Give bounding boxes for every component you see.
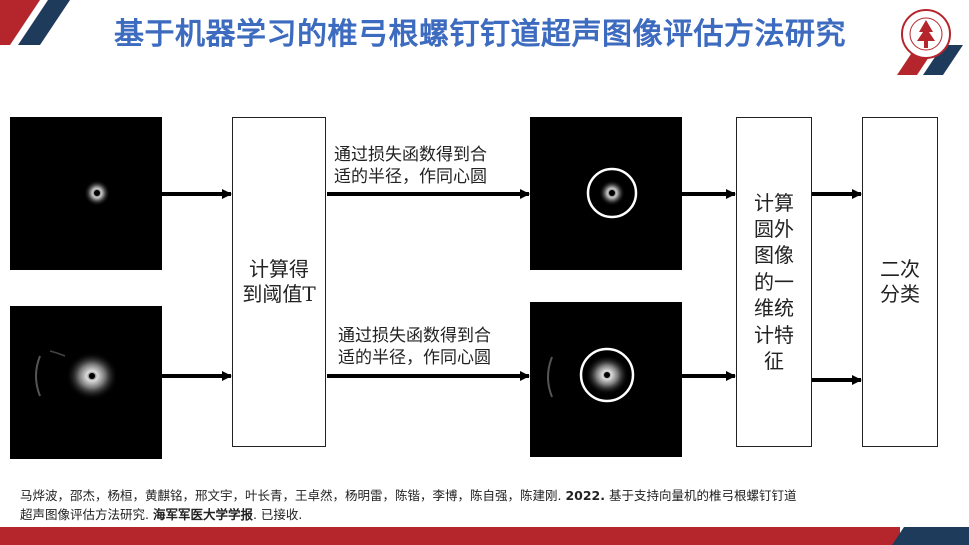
label-loss-function-bottom: 通过损失函数得到合 适的半径，作同心圆 <box>338 326 491 368</box>
citation-year: 2022. <box>565 488 606 503</box>
citation-status: . 已接收. <box>252 507 303 522</box>
citation-journal: 海军军医大学学报 <box>152 507 253 522</box>
citation-title-1: 基于支持向量机的椎弓根螺钉钉道 <box>609 488 797 503</box>
classification-box: 二次 分类 <box>862 117 938 447</box>
label-loss-function-top: 通过损失函数得到合 适的半径，作同心圆 <box>334 145 487 187</box>
citation: 马烨波，邵杰，杨桓，黄麒铭，邢文宇，叶长青，王卓然，杨明雷，陈锴，李博，陈自强，… <box>20 486 940 524</box>
header-stripes-left <box>0 0 70 45</box>
page-title: 基于机器学习的椎弓根螺钉钉道超声图像评估方法研究 <box>114 17 846 52</box>
citation-title-2: 超声图像评估方法研究. <box>20 507 149 522</box>
ultrasound-image-bottom-circled <box>530 302 682 457</box>
university-seal-icon <box>901 9 951 59</box>
threshold-box-label: 计算得 到阈值T <box>242 257 316 306</box>
ultrasound-image-top-left <box>10 117 162 270</box>
ultrasound-image-top-circled <box>530 117 682 270</box>
ultrasound-image-bottom-left <box>10 306 162 459</box>
feature-extraction-box: 计算 圆外 图像 的一 维统 计特 征 <box>736 117 812 447</box>
classification-label: 二次 分类 <box>880 257 920 306</box>
threshold-box: 计算得 到阈值T <box>232 117 326 447</box>
citation-authors: 马烨波，邵杰，杨桓，黄麒铭，邢文宇，叶长青，王卓然，杨明雷，陈锴，李博，陈自强，… <box>20 488 562 503</box>
bottom-bar <box>0 527 969 545</box>
feature-extraction-label: 计算 圆外 图像 的一 维统 计特 征 <box>754 190 794 373</box>
